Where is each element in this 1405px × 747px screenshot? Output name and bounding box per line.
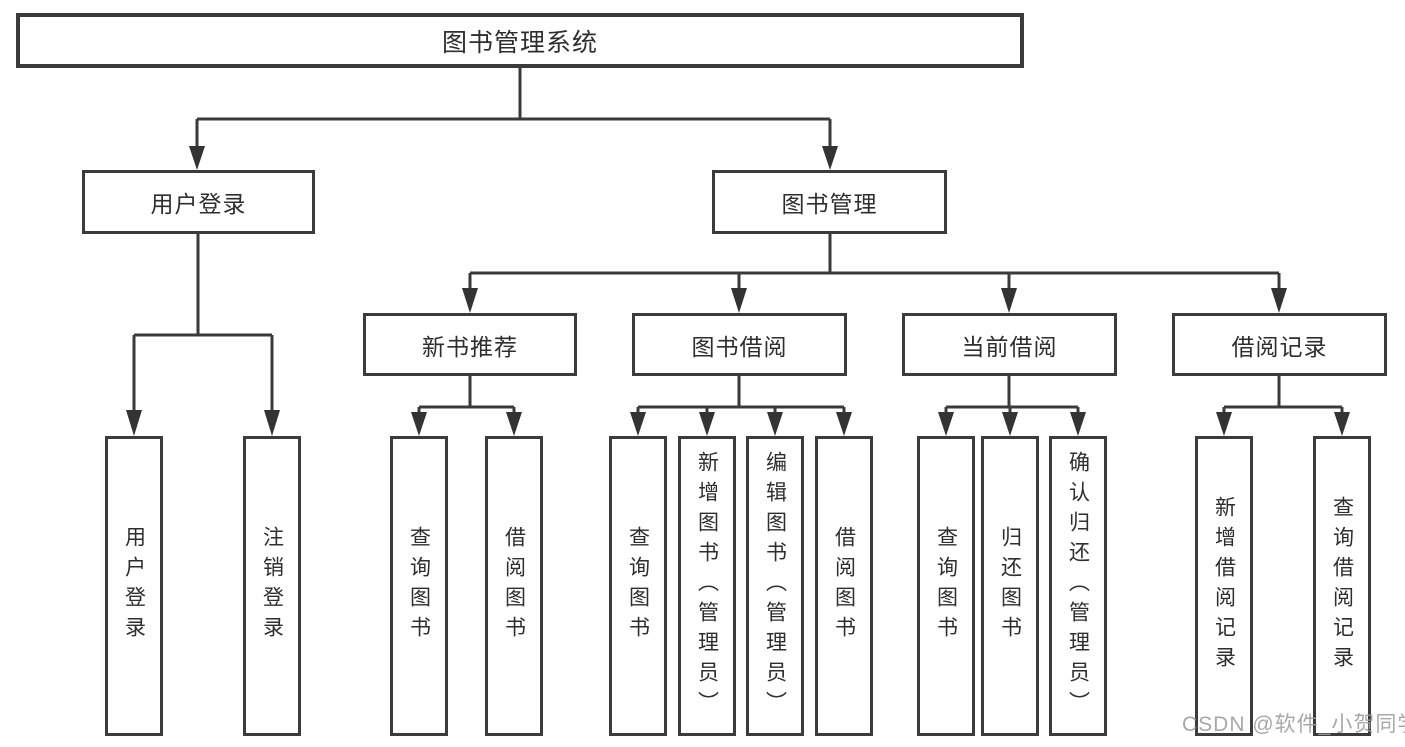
leaf-borrow-books-recommend: 借阅图书 bbox=[485, 436, 543, 736]
watermark: CSDN @软件_小贺同学 bbox=[1182, 713, 1405, 736]
leaf-query-books-borrow: 查询图书 bbox=[609, 436, 667, 736]
node-borrowing-records: 借阅记录 bbox=[1172, 313, 1387, 376]
leaf-add-borrow-record-label: 新增借阅记录 bbox=[1212, 496, 1236, 676]
connector-new-book-branch bbox=[411, 376, 522, 436]
node-book-borrowing-label: 图书借阅 bbox=[691, 333, 788, 360]
leaf-edit-book-admin-label: 编辑图书（管理员） bbox=[763, 451, 787, 721]
connector-current-borrowing-branch bbox=[938, 376, 1086, 436]
node-book-management-label: 图书管理 bbox=[781, 191, 878, 217]
node-new-book-recommendation: 新书推荐 bbox=[363, 313, 577, 376]
leaf-logout: 注销登录 bbox=[243, 436, 301, 736]
leaf-user-login: 用户登录 bbox=[105, 436, 163, 736]
connector-borrowing-records-branch bbox=[1216, 376, 1350, 436]
leaf-borrow-books: 借阅图书 bbox=[815, 436, 873, 736]
leaf-user-login-label: 用户登录 bbox=[122, 526, 146, 646]
node-new-book-recommendation-label: 新书推荐 bbox=[422, 333, 518, 360]
leaf-query-borrow-record: 查询借阅记录 bbox=[1313, 436, 1371, 736]
node-current-borrowing-label: 当前借阅 bbox=[961, 333, 1058, 360]
connector-user-login-branch bbox=[126, 234, 280, 436]
node-borrowing-records-label: 借阅记录 bbox=[1231, 333, 1328, 360]
leaf-query-books-current: 查询图书 bbox=[917, 436, 975, 736]
leaf-add-book-admin-label: 新增图书（管理员） bbox=[695, 451, 719, 721]
leaf-query-books-borrow-label: 查询图书 bbox=[626, 526, 650, 646]
leaf-confirm-return-admin: 确认归还（管理员） bbox=[1049, 436, 1107, 736]
leaf-edit-book-admin: 编辑图书（管理员） bbox=[746, 436, 804, 736]
connector-book-borrowing-branch bbox=[630, 376, 852, 436]
leaf-query-books-recommend: 查询图书 bbox=[390, 436, 448, 736]
leaf-borrow-books-recommend-label: 借阅图书 bbox=[502, 526, 526, 646]
leaf-query-books-current-label: 查询图书 bbox=[934, 526, 958, 646]
node-book-borrowing: 图书借阅 bbox=[632, 313, 847, 376]
leaf-add-book-admin: 新增图书（管理员） bbox=[678, 436, 736, 736]
connector-root-to-level2 bbox=[189, 68, 838, 170]
leaf-return-books: 归还图书 bbox=[981, 436, 1039, 736]
node-root: 图书管理系统 bbox=[16, 13, 1024, 68]
node-user-login: 用户登录 bbox=[82, 170, 315, 234]
leaf-borrow-books-label: 借阅图书 bbox=[832, 526, 856, 646]
connector-book-management-branch bbox=[462, 234, 1287, 313]
leaf-confirm-return-admin-label: 确认归还（管理员） bbox=[1066, 451, 1090, 721]
leaf-return-books-label: 归还图书 bbox=[998, 526, 1022, 646]
leaf-logout-label: 注销登录 bbox=[260, 526, 284, 646]
node-root-label: 图书管理系统 bbox=[441, 28, 598, 57]
node-current-borrowing: 当前借阅 bbox=[902, 313, 1117, 376]
node-user-login-label: 用户登录 bbox=[150, 191, 247, 217]
node-book-management: 图书管理 bbox=[712, 170, 947, 234]
leaf-add-borrow-record: 新增借阅记录 bbox=[1195, 436, 1253, 736]
leaf-query-borrow-record-label: 查询借阅记录 bbox=[1330, 496, 1354, 676]
leaf-query-books-recommend-label: 查询图书 bbox=[407, 526, 431, 646]
